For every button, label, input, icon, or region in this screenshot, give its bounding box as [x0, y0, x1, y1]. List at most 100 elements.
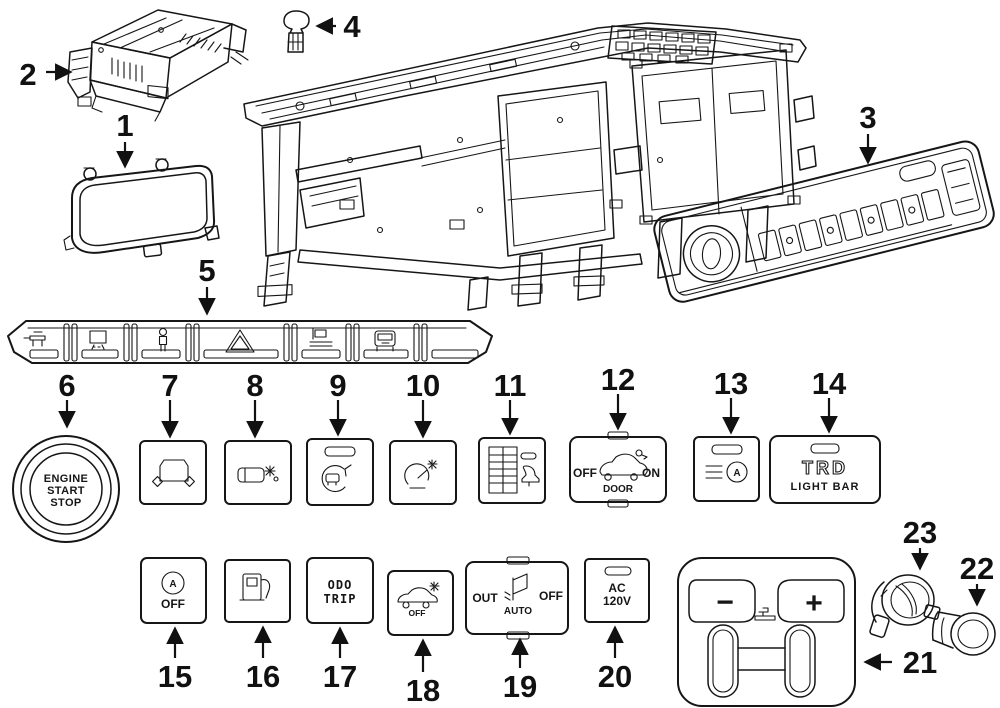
defroster-grid — [615, 29, 711, 64]
hazard-triangle-icon — [225, 329, 255, 353]
mirror-off-label: OFF — [539, 589, 563, 603]
switch-10 — [389, 440, 457, 505]
headlight-auto-letter: A — [733, 468, 740, 479]
seat-icon — [23, 331, 46, 347]
door-label: DOOR — [603, 484, 634, 495]
part-2-meter-module — [67, 9, 249, 122]
svg-text:18: 18 — [406, 673, 440, 708]
door-on-label: ON — [642, 466, 660, 480]
switch-11 — [478, 437, 546, 504]
svg-text:21: 21 — [903, 645, 937, 680]
svg-text:15: 15 — [158, 659, 192, 694]
switch-19-mirror: OUT OFF AUTO — [465, 556, 569, 640]
trip-label: TRIP — [324, 592, 357, 606]
idle-stop-letter: A — [169, 579, 176, 590]
traction-control-icon — [321, 464, 352, 493]
callout-15: 15 — [158, 626, 192, 694]
headlight-level-icon — [705, 461, 748, 483]
strip-dividers — [63, 323, 428, 362]
svg-text:13: 13 — [714, 366, 748, 401]
callout-5: 5 — [198, 253, 216, 316]
start-label-1: ENGINE — [44, 473, 89, 485]
door-off-label: OFF — [573, 466, 597, 480]
callout-4: 4 — [315, 9, 361, 44]
svg-text:9: 9 — [329, 368, 346, 403]
svg-text:23: 23 — [903, 515, 937, 550]
seat-heater-icon — [309, 327, 333, 347]
circle-a-icon — [161, 571, 185, 595]
svg-text:3: 3 — [859, 100, 876, 135]
callouts: 1 2 3 4 5 6 7 8 — [19, 9, 994, 708]
speed-sensor-icon — [404, 459, 438, 489]
part-5-switch-strip — [7, 320, 493, 364]
switch-9 — [306, 438, 374, 506]
indicator-slot — [711, 444, 743, 455]
part-6-start-button: ENGINE START STOP — [12, 435, 120, 543]
callout-1: 1 — [116, 108, 134, 169]
callout-17: 17 — [323, 626, 357, 694]
vehicle-front-icon — [374, 330, 396, 352]
svg-text:11: 11 — [494, 368, 527, 403]
callout-9: 9 — [329, 368, 347, 437]
svg-text:19: 19 — [503, 669, 537, 704]
switch-7 — [139, 440, 207, 505]
callout-2: 2 — [19, 57, 73, 92]
callout-16: 16 — [246, 625, 280, 694]
vehicle-rear-icon — [152, 459, 195, 487]
switch-18-sonar: OFF — [387, 570, 454, 636]
switch-14-trd-light-bar: TRD LIGHT BAR — [769, 435, 881, 504]
svg-text:2: 2 — [19, 57, 36, 92]
callout-3: 3 — [859, 100, 877, 165]
svg-text:8: 8 — [246, 368, 263, 403]
svg-text:16: 16 — [246, 659, 280, 694]
display-icon — [89, 330, 107, 350]
callout-13: 13 — [714, 366, 748, 435]
indicator-slot — [604, 566, 632, 576]
instrument-panel-frame — [243, 22, 817, 311]
switch-13-headlight-level: A — [693, 436, 760, 502]
part-1-instrument-cluster — [63, 158, 220, 258]
ac-voltage-label: 120V — [603, 594, 631, 608]
trd-lightbar-label: LIGHT BAR — [791, 481, 860, 493]
indicator-slot — [810, 443, 840, 454]
odo-label: ODO — [328, 578, 353, 592]
svg-text:10: 10 — [406, 368, 440, 403]
mirror-auto-label: AUTO — [504, 606, 532, 617]
callout-8: 8 — [246, 368, 264, 439]
svg-text:6: 6 — [58, 368, 75, 403]
fuel-pump-icon — [239, 573, 271, 601]
washer-spray-icon — [237, 465, 279, 483]
mirror-out-label: OUT — [472, 591, 498, 605]
svg-text:1: 1 — [116, 108, 133, 143]
callout-18: 18 — [406, 638, 440, 708]
svg-text:22: 22 — [960, 551, 994, 586]
part-22-power-outlet-plug — [923, 604, 996, 656]
part-4-clip — [283, 10, 310, 53]
callout-23: 23 — [903, 515, 937, 571]
callout-12: 12 — [601, 362, 635, 431]
svg-text:14: 14 — [812, 366, 847, 401]
part-23-socket-ring — [869, 574, 935, 638]
start-label-3: STOP — [50, 497, 81, 509]
callout-10: 10 — [406, 368, 440, 439]
svg-text:7: 7 — [161, 368, 178, 403]
svg-text:17: 17 — [323, 659, 357, 694]
callout-11: 11 — [494, 368, 527, 436]
inverter-horn-icon — [488, 446, 540, 494]
callout-22: 22 — [960, 551, 994, 607]
switch-15-idle-stop: A OFF — [140, 557, 207, 624]
start-label-2: START — [47, 485, 85, 497]
part-3-control-panel — [653, 140, 995, 303]
plus-button — [777, 579, 845, 623]
parking-sensor-icon — [397, 581, 440, 609]
ac-label: AC — [608, 581, 626, 595]
svg-text:5: 5 — [198, 253, 215, 288]
switch-16-fuel — [224, 559, 291, 623]
minus-button — [688, 579, 756, 623]
button-row — [757, 189, 945, 262]
callout-19: 19 — [503, 637, 537, 704]
svg-text:4: 4 — [343, 9, 361, 44]
svg-text:20: 20 — [598, 659, 632, 694]
